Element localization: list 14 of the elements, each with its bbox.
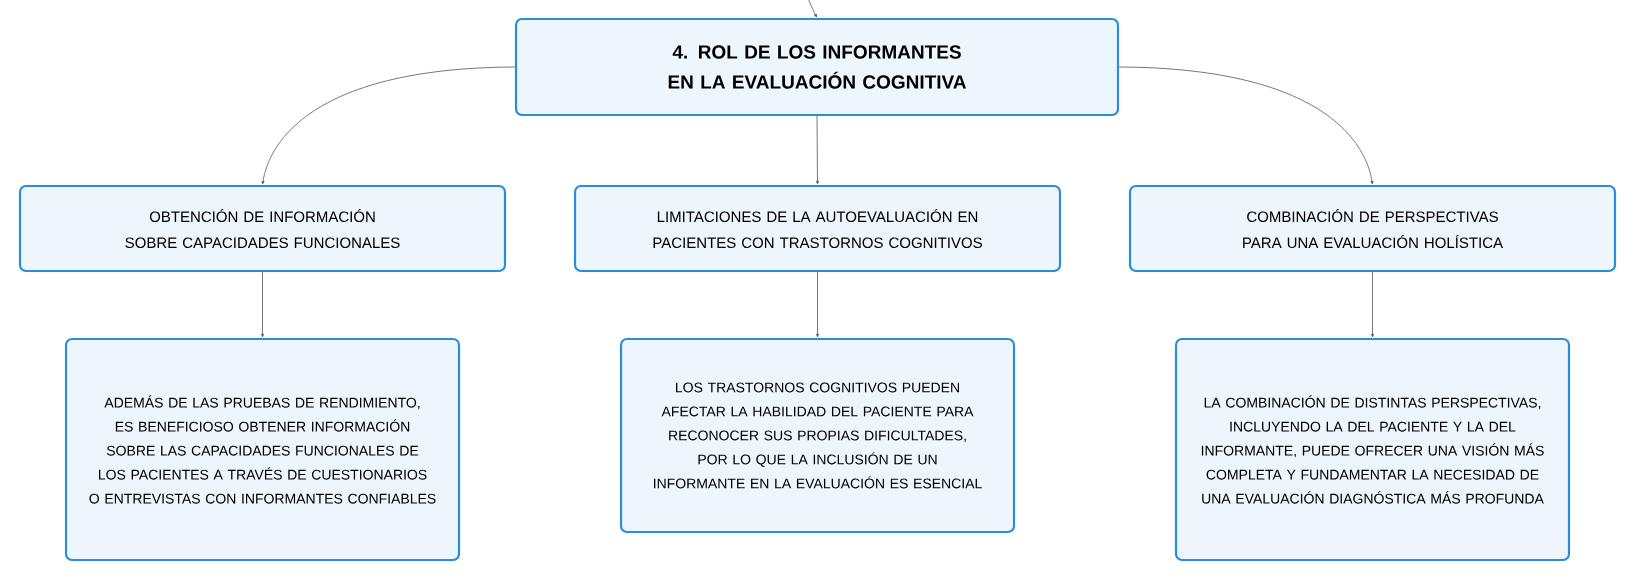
- detail-box: LA COMBINACIÓN DE DISTINTAS PERSPECTIVAS, INCLUYENDO LA DEL PACIENTE Y LA DEL INFORMANTE, PUEDE OFRECER UNA VISIÓN MÁS COMPLETA Y FUNDAMENTAR LA NECESIDAD DE UNA EVALUACIÓN DIAGNÓSTICA MÁS PROFUNDA: [1174, 337, 1571, 562]
- connector-arrow: [261, 271, 264, 338]
- connector-arrow: [261, 66, 516, 185]
- subtopic-box: OBTENCIÓN DE INFORMACIÓN SOBRE CAPACIDADES FUNCIONALES: [18, 184, 507, 273]
- connector-arrow: [816, 271, 819, 338]
- connector-arrow: [1371, 271, 1374, 338]
- connector-arrow: [807, 0, 817, 18]
- connector-arrow: [1118, 66, 1374, 185]
- subtopic-box: COMBINACIÓN DE PERSPECTIVAS PARA UNA EVALUACIÓN HOLÍSTICA: [1128, 184, 1617, 273]
- detail-box: ADEMÁS DE LAS PRUEBAS DE RENDIMIENTO, ES BENEFICIOSO OBTENER INFORMACIÓN SOBRE LAS CAPACIDADES FUNCIONALES DE LOS PACIENTES A TRAVÉS DE CUESTIONARIOS O ENTREVISTAS CON INFORMANTES CONFIABLES: [64, 337, 461, 562]
- connector-arrow: [816, 115, 819, 185]
- topic-box: 4. ROL DE LOS INFORMANTES EN LA EVALUACIÓN COGNITIVA: [514, 17, 1120, 117]
- subtopic-box: LIMITACIONES DE LA AUTOEVALUACIÓN EN PACIENTES CON TRASTORNOS COGNITIVOS: [573, 184, 1062, 273]
- detail-box: LOS TRASTORNOS COGNITIVOS PUEDEN AFECTAR LA HABILIDAD DEL PACIENTE PARA RECONOCER SUS PROPIAS DIFICULTADES, POR LO QUE LA INCLUSIÓN DE UN INFORMANTE EN LA EVALUACIÓN ES ESENCIAL: [619, 337, 1016, 534]
